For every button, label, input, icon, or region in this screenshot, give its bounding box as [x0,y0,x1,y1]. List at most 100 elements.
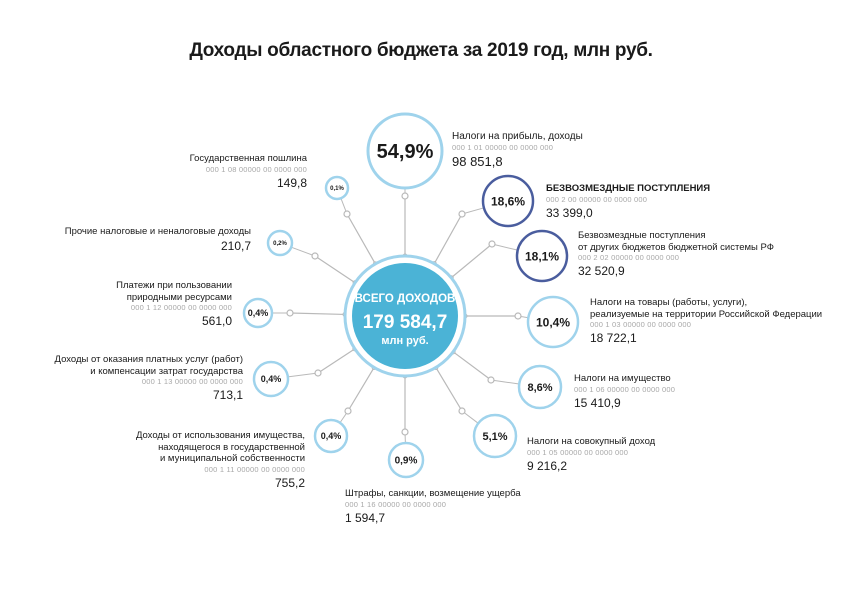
spoke-line-state-duty [346,213,376,265]
spoke-end-dot-other-revenue [311,252,319,260]
spoke-end-dot-fines [401,428,409,436]
bubble-percent-property-use: 0,4% [321,431,342,441]
label-amount: 1 594,7 [345,510,386,525]
label-amount: 33 399,0 [546,205,593,220]
bubble-goods-tax [526,295,580,349]
bubble-link-other-revenue [291,246,316,257]
chart-title: Доходы областного бюджета за 2019 год, м… [189,40,653,61]
bubble-transfers [515,229,569,283]
bubble-gratuitous [481,174,535,228]
spoke-line-other-revenue [314,255,356,284]
spoke-end-dot-gratuitous [458,210,466,218]
label-budget-code: 000 1 06 00000 00 0000 000 [574,384,676,394]
spoke-end-dot-goods-tax [514,312,522,320]
label-budget-code: 000 2 00 00000 00 0000 000 [546,194,648,204]
bubble-percent-aggregate-tax: 5,1% [482,431,507,443]
center-total-value: 179 584,7 [363,312,448,333]
label-name-line: Платежи при пользовании [116,280,232,291]
bubble-paid-services [252,360,290,398]
bubble-link-gratuitous [461,207,485,215]
label-budget-code: 000 2 02 00000 00 0000 000 [578,253,680,262]
label-name-line: находящегося в государственной [158,441,305,453]
label-amount: 149,8 [276,175,307,190]
bubble-property-use [313,418,349,454]
bubble-link-transfers [491,243,518,251]
label-property-use: Доходы от использования имущества,находя… [100,430,305,491]
label-budget-code: 000 1 08 00000 00 0000 000 [205,164,307,174]
label-name-line: и компенсации затрат государства [90,365,243,377]
label-budget-code: 000 1 01 00000 00 0000 000 [452,142,554,152]
spoke-end-dot-property-use [344,407,352,415]
label-amount: 210,7 [220,238,251,253]
spoke-end-dot-natural-resources [286,309,294,317]
label-name-line: Налоги на прибыль, доходы [452,131,583,142]
label-name-line: Налоги на товары (работы, услуги), [590,297,748,308]
spoke-end-dot-transfers [488,240,496,248]
label-amount: 713,1 [212,388,243,402]
label-name-line: и муниципальной собственности [159,453,305,464]
label-amount: 561,0 [201,314,232,328]
label-amount: 9 216,2 [527,458,568,473]
bubble-property-tax [517,364,563,410]
label-name-line: Доходы от оказания платных услуг (работ) [54,354,243,365]
center-hub: ВСЕГО ДОХОДОВ 179 584,7 млн руб. [343,254,467,378]
bubble-state-duty [324,175,350,201]
bubble-percent-profit-tax: 54,9% [377,141,434,163]
spoke-end-dot-profit-tax [401,192,409,200]
label-name-line: Государственная пошлина [189,153,307,164]
spoke-line-transfers [450,243,493,279]
label-budget-code: 000 1 11 00000 00 0000 000 [204,464,305,474]
spoke-line-paid-services [317,348,356,374]
label-name-line: Прочие налоговые и неналоговые доходы [64,226,251,237]
label-budget-code: 000 1 12 00000 00 0000 000 [130,303,232,312]
label-name-line: БЕЗВОЗМЕЗДНЫЕ ПОСТУПЛЕНИЯ [546,183,711,194]
bubble-percent-state-duty: 0,1% [330,186,344,192]
bubble-percent-property-tax: 8,6% [527,382,552,394]
bubble-natural-resources [242,297,274,329]
label-name-line: от других бюджетов бюджетной системы РФ [578,241,774,253]
spoke-line-natural-resources [289,312,346,316]
bubble-percent-other-revenue: 0,2% [273,241,287,247]
label-name-line: реализуемые на территории Российской Фед… [590,308,823,320]
label-name-line: Штрафы, санкции, возмещение ущерба [345,488,521,499]
label-name-line: природными ресурсами [126,291,232,303]
bubble-aggregate-tax [472,413,518,459]
bubble-link-paid-services [287,372,319,378]
bubble-percent-fines: 0,9% [395,456,418,467]
label-amount: 18 722,1 [590,331,637,345]
label-amount: 755,2 [274,475,305,490]
label-amount: 15 410,9 [574,395,621,410]
bubble-link-property-tax [490,379,520,385]
label-budget-code: 000 1 16 00000 00 0000 000 [345,499,447,509]
label-amount: 32 520,9 [578,264,625,278]
category-bubbles: 54,9%18,6%18,1%10,4%8,6%5,1%0,9%0,4%0,4%… [242,112,580,479]
label-paid-services: Доходы от оказания платных услуг (работ)… [40,354,243,403]
spoke-line-aggregate-tax [435,367,463,412]
spoke-end-dot-state-duty [343,210,351,218]
label-name-line: Налоги на имущество [574,373,671,384]
label-budget-code: 000 1 03 00000 00 0000 000 [590,320,692,329]
bubble-other-revenue [266,229,294,257]
bubble-percent-goods-tax: 10,4% [536,315,570,329]
spoke-line-gratuitous [433,213,463,264]
bubble-percent-paid-services: 0,4% [261,374,282,384]
label-budget-code: 000 1 13 00000 00 0000 000 [141,377,243,386]
bubble-profit-tax [366,112,444,190]
bubble-fines [387,441,425,479]
bubble-percent-transfers: 18,1% [525,249,559,263]
spoke-end-dot-paid-services [314,369,322,377]
label-amount: 98 851,8 [452,153,503,169]
label-goods-tax: Налоги на товары (работы, услуги),реализ… [590,297,830,346]
spoke-line-property-tax [452,351,492,381]
spoke-line-property-use [347,367,375,412]
